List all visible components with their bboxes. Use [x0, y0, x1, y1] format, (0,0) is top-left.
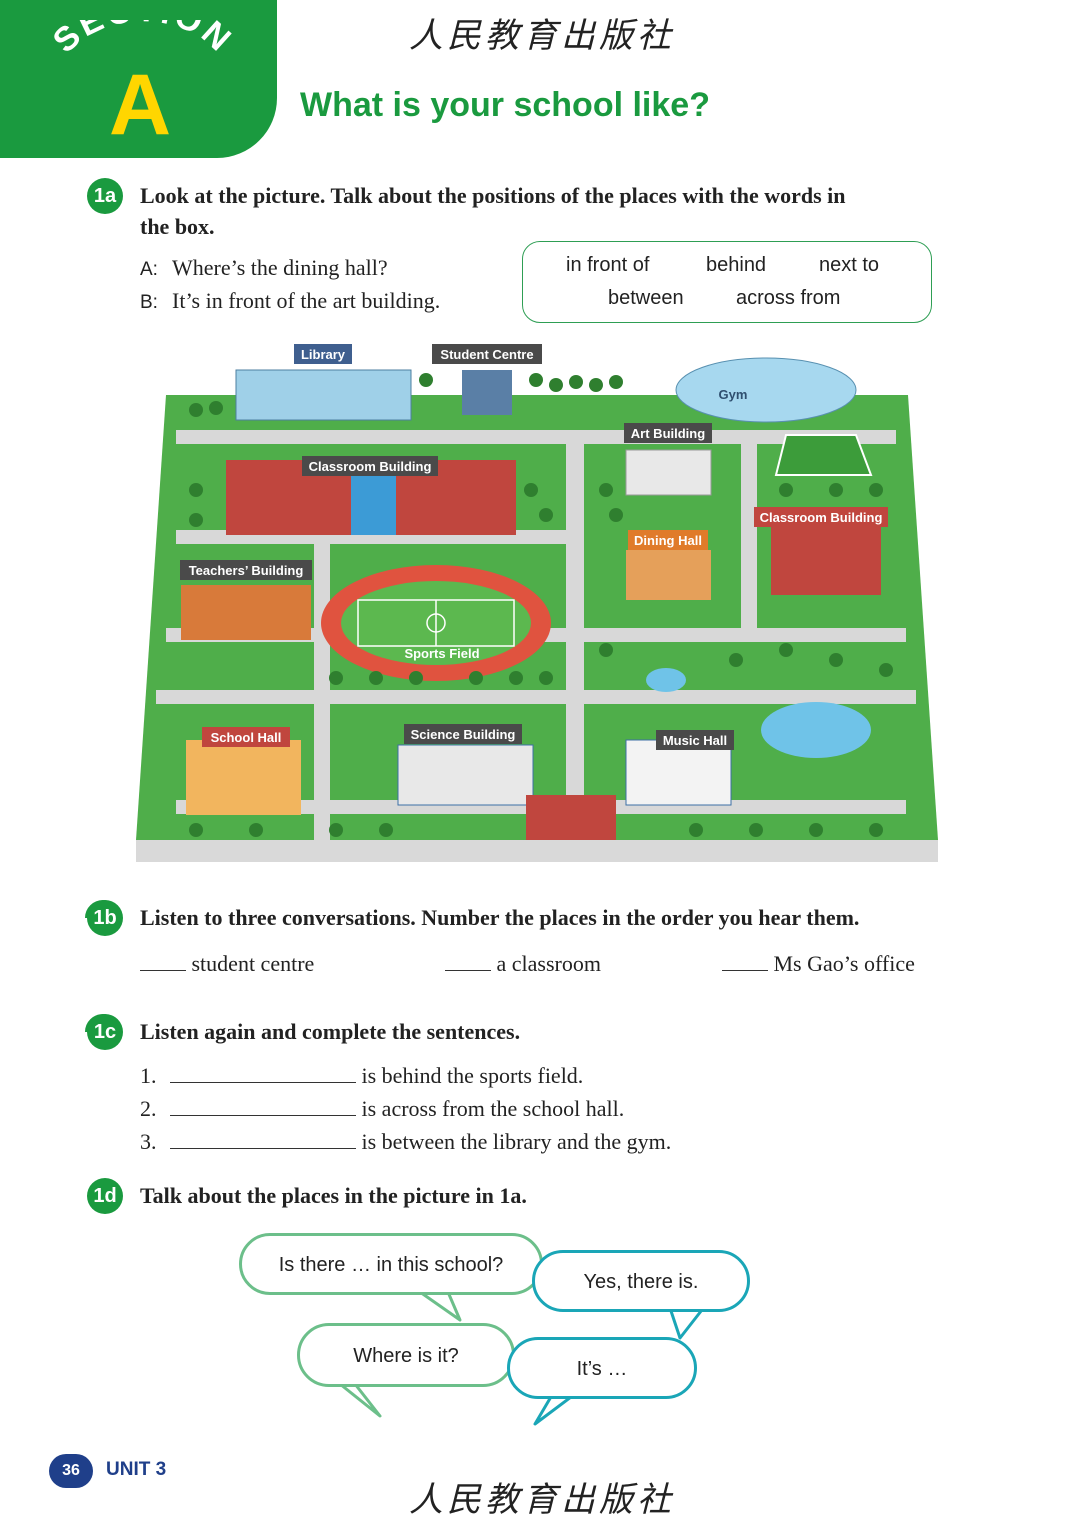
map-label-library: Library — [301, 347, 346, 362]
bubble-text: Is there … in this school? — [278, 1254, 504, 1276]
task-badge-1c: 1c — [87, 1014, 123, 1050]
order-item-text: a classroom — [496, 951, 601, 976]
sentence-text: is across from the school hall. — [361, 1096, 625, 1121]
map-label-music-hall: Music Hall — [663, 733, 727, 748]
section-letter: A — [108, 57, 172, 153]
dining-hall-building — [626, 550, 711, 600]
map-label-art-building: Art Building — [631, 426, 705, 441]
map-trees — [189, 373, 893, 837]
section-word-text: SECTION — [46, 20, 237, 60]
student-centre-building — [462, 370, 512, 415]
page-title: What is your school like? — [300, 86, 710, 124]
section-badge — [0, 0, 277, 158]
unit-label: UNIT 3 — [106, 1459, 167, 1480]
teachers-building — [181, 585, 311, 640]
sentence-row-1: 1. is behind the sports field. — [140, 1062, 583, 1089]
dialog-line-b: B: It’s in front of the art building. — [140, 288, 440, 314]
task-badge-1a: 1a — [87, 178, 123, 214]
speaker-label: A: — [140, 259, 158, 280]
answer-blank[interactable] — [722, 950, 768, 971]
map-label-sports-field: Sports Field — [404, 646, 479, 661]
gym-building — [675, 357, 857, 423]
art-building — [625, 449, 712, 496]
tennis-court — [774, 434, 873, 476]
library-building — [235, 369, 412, 421]
dialog-line-a: A: Where’s the dining hall? — [140, 255, 388, 281]
order-item: Ms Gao’s office — [722, 950, 915, 977]
map-label-science-building: Science Building — [411, 727, 516, 742]
sentence-row-2: 2. is across from the school hall. — [140, 1095, 624, 1122]
word-box-item: across from — [736, 287, 841, 309]
map-edge — [136, 840, 938, 862]
sentence-text: is between the library and the gym. — [361, 1129, 672, 1154]
page-number: 36 — [49, 1454, 93, 1488]
speech-bubble-question: Is there … in this school? — [239, 1233, 543, 1295]
answer-blank[interactable] — [445, 950, 491, 971]
order-item-text: Ms Gao’s office — [773, 951, 915, 976]
map-label-school-hall: School Hall — [211, 730, 282, 745]
school-map: Library Student Centre Gym Art Building … — [136, 344, 938, 862]
sentence-number: 2. — [140, 1096, 157, 1121]
classroom-building-east — [771, 525, 881, 595]
answer-blank[interactable] — [170, 1095, 356, 1116]
dialog-text: Where’s the dining hall? — [172, 255, 388, 280]
answer-blank[interactable] — [170, 1128, 356, 1149]
map-label-teachers-building: Teachers’ Building — [189, 563, 304, 578]
publisher-name: 人民教育出版社 — [409, 16, 675, 56]
map-label-gym: Gym — [719, 387, 748, 402]
sentence-row-3: 3. is between the library and the gym. — [140, 1128, 671, 1155]
school-gate — [526, 795, 616, 840]
dialog-text: It’s in front of the art building. — [172, 288, 441, 313]
pond — [761, 702, 871, 758]
answer-blank[interactable] — [170, 1062, 356, 1083]
section-word-arc: SECTION — [46, 20, 240, 60]
task-1d-instruction: Talk about the places in the picture in … — [140, 1183, 527, 1208]
svg-text:SECTION: SECTION — [46, 20, 240, 60]
word-box: in front of behind next to between acros… — [522, 241, 932, 323]
speaker-label: B: — [140, 292, 158, 313]
order-item: a classroom — [445, 950, 601, 977]
sentence-number: 3. — [140, 1129, 157, 1154]
word-box-item: behind — [706, 254, 767, 276]
sentence-number: 1. — [140, 1063, 157, 1088]
answer-blank[interactable] — [140, 950, 186, 971]
bubble-text: It’s … — [576, 1358, 628, 1380]
music-hall-building — [625, 739, 732, 806]
map-label-classroom-building-west: Classroom Building — [309, 459, 432, 474]
task-badge-1b: 1b — [87, 900, 123, 936]
task-1c-instruction: Listen again and complete the sentences. — [140, 1019, 521, 1044]
sentence-text: is behind the sports field. — [361, 1063, 584, 1088]
speech-bubble-its: It’s … — [507, 1337, 697, 1399]
word-box-item: next to — [819, 254, 880, 276]
map-label-dining-hall: Dining Hall — [634, 533, 702, 548]
word-box-item: between — [608, 287, 684, 309]
bubble-text: Where is it? — [353, 1345, 459, 1367]
speech-bubble-answer: Yes, there is. — [532, 1250, 750, 1312]
science-building — [397, 744, 534, 806]
task-badge-1d: 1d — [87, 1178, 123, 1214]
word-box-item: in front of — [566, 254, 650, 276]
speech-bubble-where: Where is it? — [297, 1323, 515, 1387]
task-1a-instruction: Look at the picture. Talk about the posi… — [140, 180, 960, 242]
order-item-text: student centre — [191, 951, 315, 976]
instruction-line-1: Look at the picture. Talk about the posi… — [140, 183, 846, 208]
school-hall-building — [186, 740, 301, 815]
instruction-line-2: the box. — [140, 214, 215, 239]
map-label-classroom-building-east: Classroom Building — [760, 510, 883, 525]
map-label-student-centre: Student Centre — [440, 347, 533, 362]
bubble-text: Yes, there is. — [583, 1271, 699, 1293]
order-item: student centre — [140, 950, 314, 977]
task-1b-instruction: Listen to three conversations. Number th… — [140, 905, 860, 930]
publisher-name-footer: 人民教育出版社 — [409, 1480, 675, 1520]
